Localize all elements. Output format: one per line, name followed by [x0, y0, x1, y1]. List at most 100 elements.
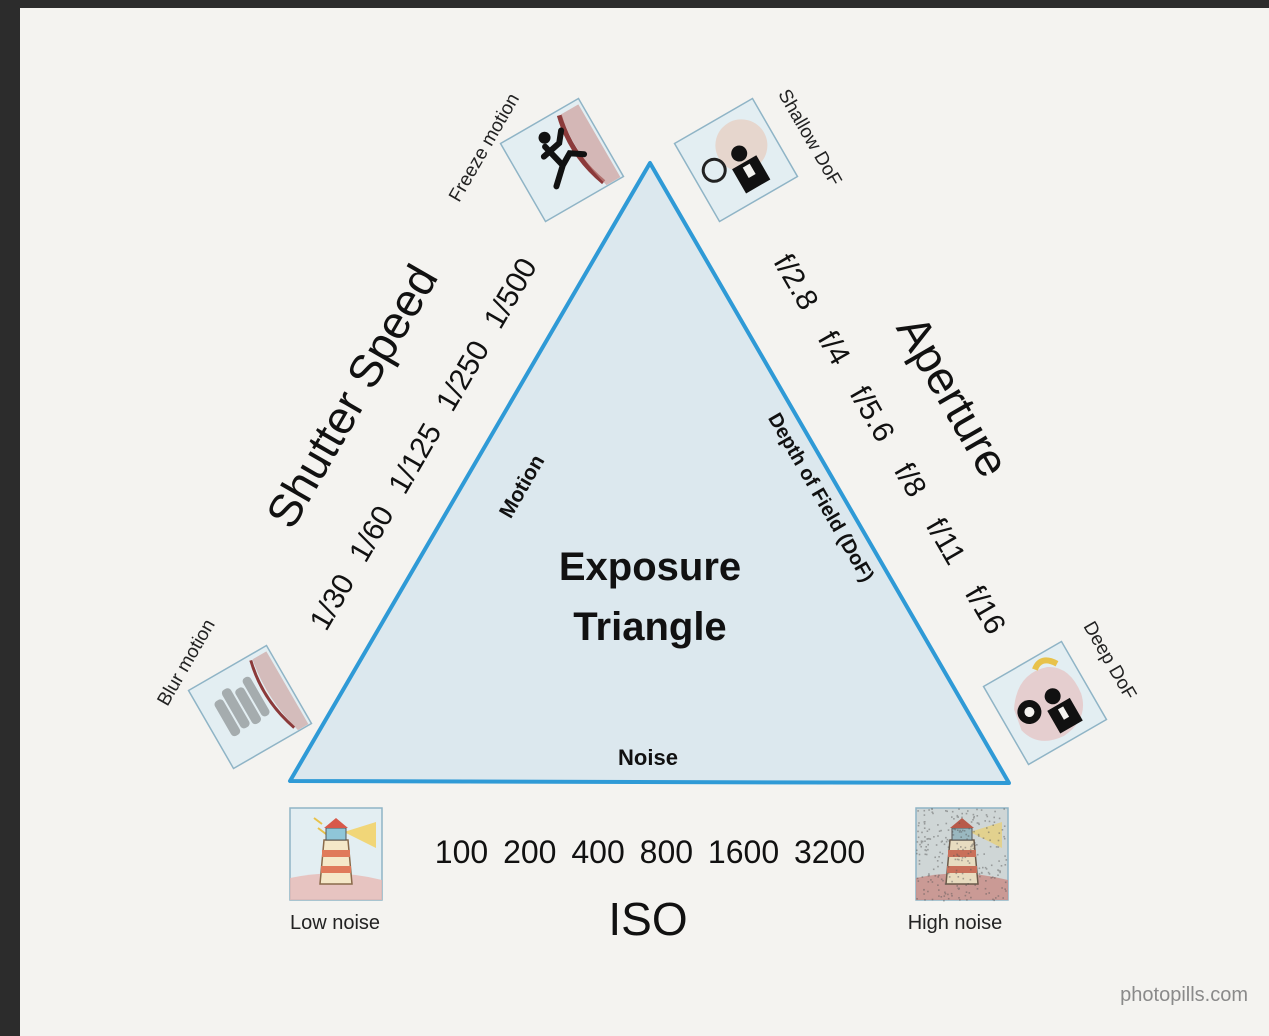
- noise-grain: [972, 813, 975, 816]
- iso-label: ISO: [608, 893, 687, 945]
- noise-grain: [984, 820, 986, 822]
- noise-grain: [937, 835, 939, 837]
- iso-values: 100 200 400 800 1600 3200: [435, 834, 865, 870]
- noise-grain: [988, 820, 991, 823]
- noise-grain: [995, 846, 998, 848]
- noise-grain: [956, 842, 958, 845]
- noise-grain: [931, 808, 933, 810]
- noise-grain: [925, 846, 927, 848]
- noise-grain: [965, 812, 968, 815]
- noise-grain: [969, 848, 972, 851]
- noise-grain: [927, 890, 929, 893]
- noise-grain: [947, 846, 950, 848]
- noise-grain: [974, 844, 976, 847]
- noise-grain: [976, 808, 978, 811]
- aperture-value: f/5.6: [843, 380, 901, 447]
- aperture-value: f/11: [919, 512, 971, 570]
- noise-grain: [940, 841, 943, 843]
- noise-grain: [957, 829, 959, 831]
- noise-grain: [959, 829, 961, 832]
- noise-grain: [994, 877, 996, 879]
- noise-grain: [967, 860, 969, 862]
- noise-grain: [924, 821, 926, 823]
- noise-grain: [965, 833, 967, 836]
- noise-grain: [987, 871, 990, 874]
- noise-grain: [956, 885, 958, 887]
- noise-grain: [917, 824, 920, 827]
- noise-grain: [961, 859, 963, 862]
- noise-grain: [931, 881, 934, 883]
- noise-grain: [985, 868, 988, 870]
- noise-grain: [961, 857, 964, 859]
- noise-grain: [928, 809, 930, 811]
- noise-grain: [958, 822, 961, 824]
- noise-grain: [990, 877, 993, 879]
- noise-grain: [998, 860, 1000, 862]
- noise-grain: [944, 891, 946, 894]
- noise-grain: [917, 810, 919, 812]
- noise-grain: [953, 818, 955, 820]
- diagram-title-line2: Triangle: [573, 605, 726, 649]
- noise-grain: [1003, 808, 1005, 810]
- noise-grain: [957, 876, 960, 878]
- noise-grain: [926, 830, 929, 832]
- noise-grain: [1005, 859, 1008, 861]
- aperture-value: f/8: [887, 457, 932, 502]
- noise-grain: [946, 810, 948, 813]
- noise-grain: [924, 836, 926, 838]
- exposure-triangle-diagram: Exposure Triangle Motion Depth of Field …: [153, 86, 1248, 1006]
- noise-grain: [994, 810, 996, 813]
- noise-grain: [970, 845, 972, 848]
- noise-grain: [928, 873, 930, 875]
- noise-grain: [957, 887, 959, 890]
- noise-grain: [921, 831, 923, 834]
- noise-grain: [951, 880, 953, 883]
- noise-grain: [993, 821, 996, 823]
- noise-grain: [973, 815, 975, 818]
- noise-grain: [953, 828, 955, 831]
- noise-grain: [916, 852, 918, 855]
- noise-grain: [937, 865, 939, 868]
- watermark: photopills.com: [1120, 984, 1248, 1006]
- noise-grain: [978, 873, 981, 875]
- noise-grain: [997, 869, 999, 871]
- noise-grain: [978, 867, 981, 870]
- noise-grain: [917, 830, 919, 833]
- noise-grain: [946, 838, 949, 841]
- noise-grain: [1004, 855, 1006, 857]
- noise-grain: [993, 899, 995, 902]
- noise-grain: [940, 896, 943, 898]
- noise-grain: [957, 848, 960, 850]
- noise-grain: [973, 817, 975, 819]
- noise-grain: [985, 893, 987, 895]
- noise-grain: [927, 838, 929, 840]
- noise-grain: [999, 870, 1001, 872]
- noise-grain: [920, 840, 923, 842]
- noise-grain: [1003, 837, 1006, 840]
- noise-grain: [931, 808, 933, 810]
- noise-grain: [958, 855, 960, 858]
- noise-grain: [918, 822, 920, 824]
- noise-grain: [962, 848, 964, 851]
- aperture-value: f/16: [958, 580, 1012, 640]
- noise-grain: [939, 851, 941, 854]
- noise-grain: [934, 875, 937, 877]
- noise-grain: [952, 834, 955, 836]
- edge-label-noise: Noise: [618, 745, 678, 770]
- noise-grain: [1001, 887, 1003, 889]
- noise-grain: [956, 814, 959, 817]
- noise-grain: [945, 836, 947, 839]
- noise-grain: [945, 840, 948, 843]
- noise-grain: [951, 895, 953, 897]
- noise-grain: [999, 871, 1001, 874]
- noise-grain: [979, 875, 981, 878]
- noise-grain: [992, 876, 994, 878]
- noise-grain: [919, 843, 921, 846]
- noise-grain: [944, 883, 947, 885]
- noise-grain: [950, 892, 953, 895]
- noise-grain: [945, 822, 948, 825]
- noise-grain: [1004, 881, 1007, 884]
- noise-grain: [928, 828, 931, 831]
- noise-grain: [997, 846, 1000, 848]
- noise-grain: [992, 824, 994, 826]
